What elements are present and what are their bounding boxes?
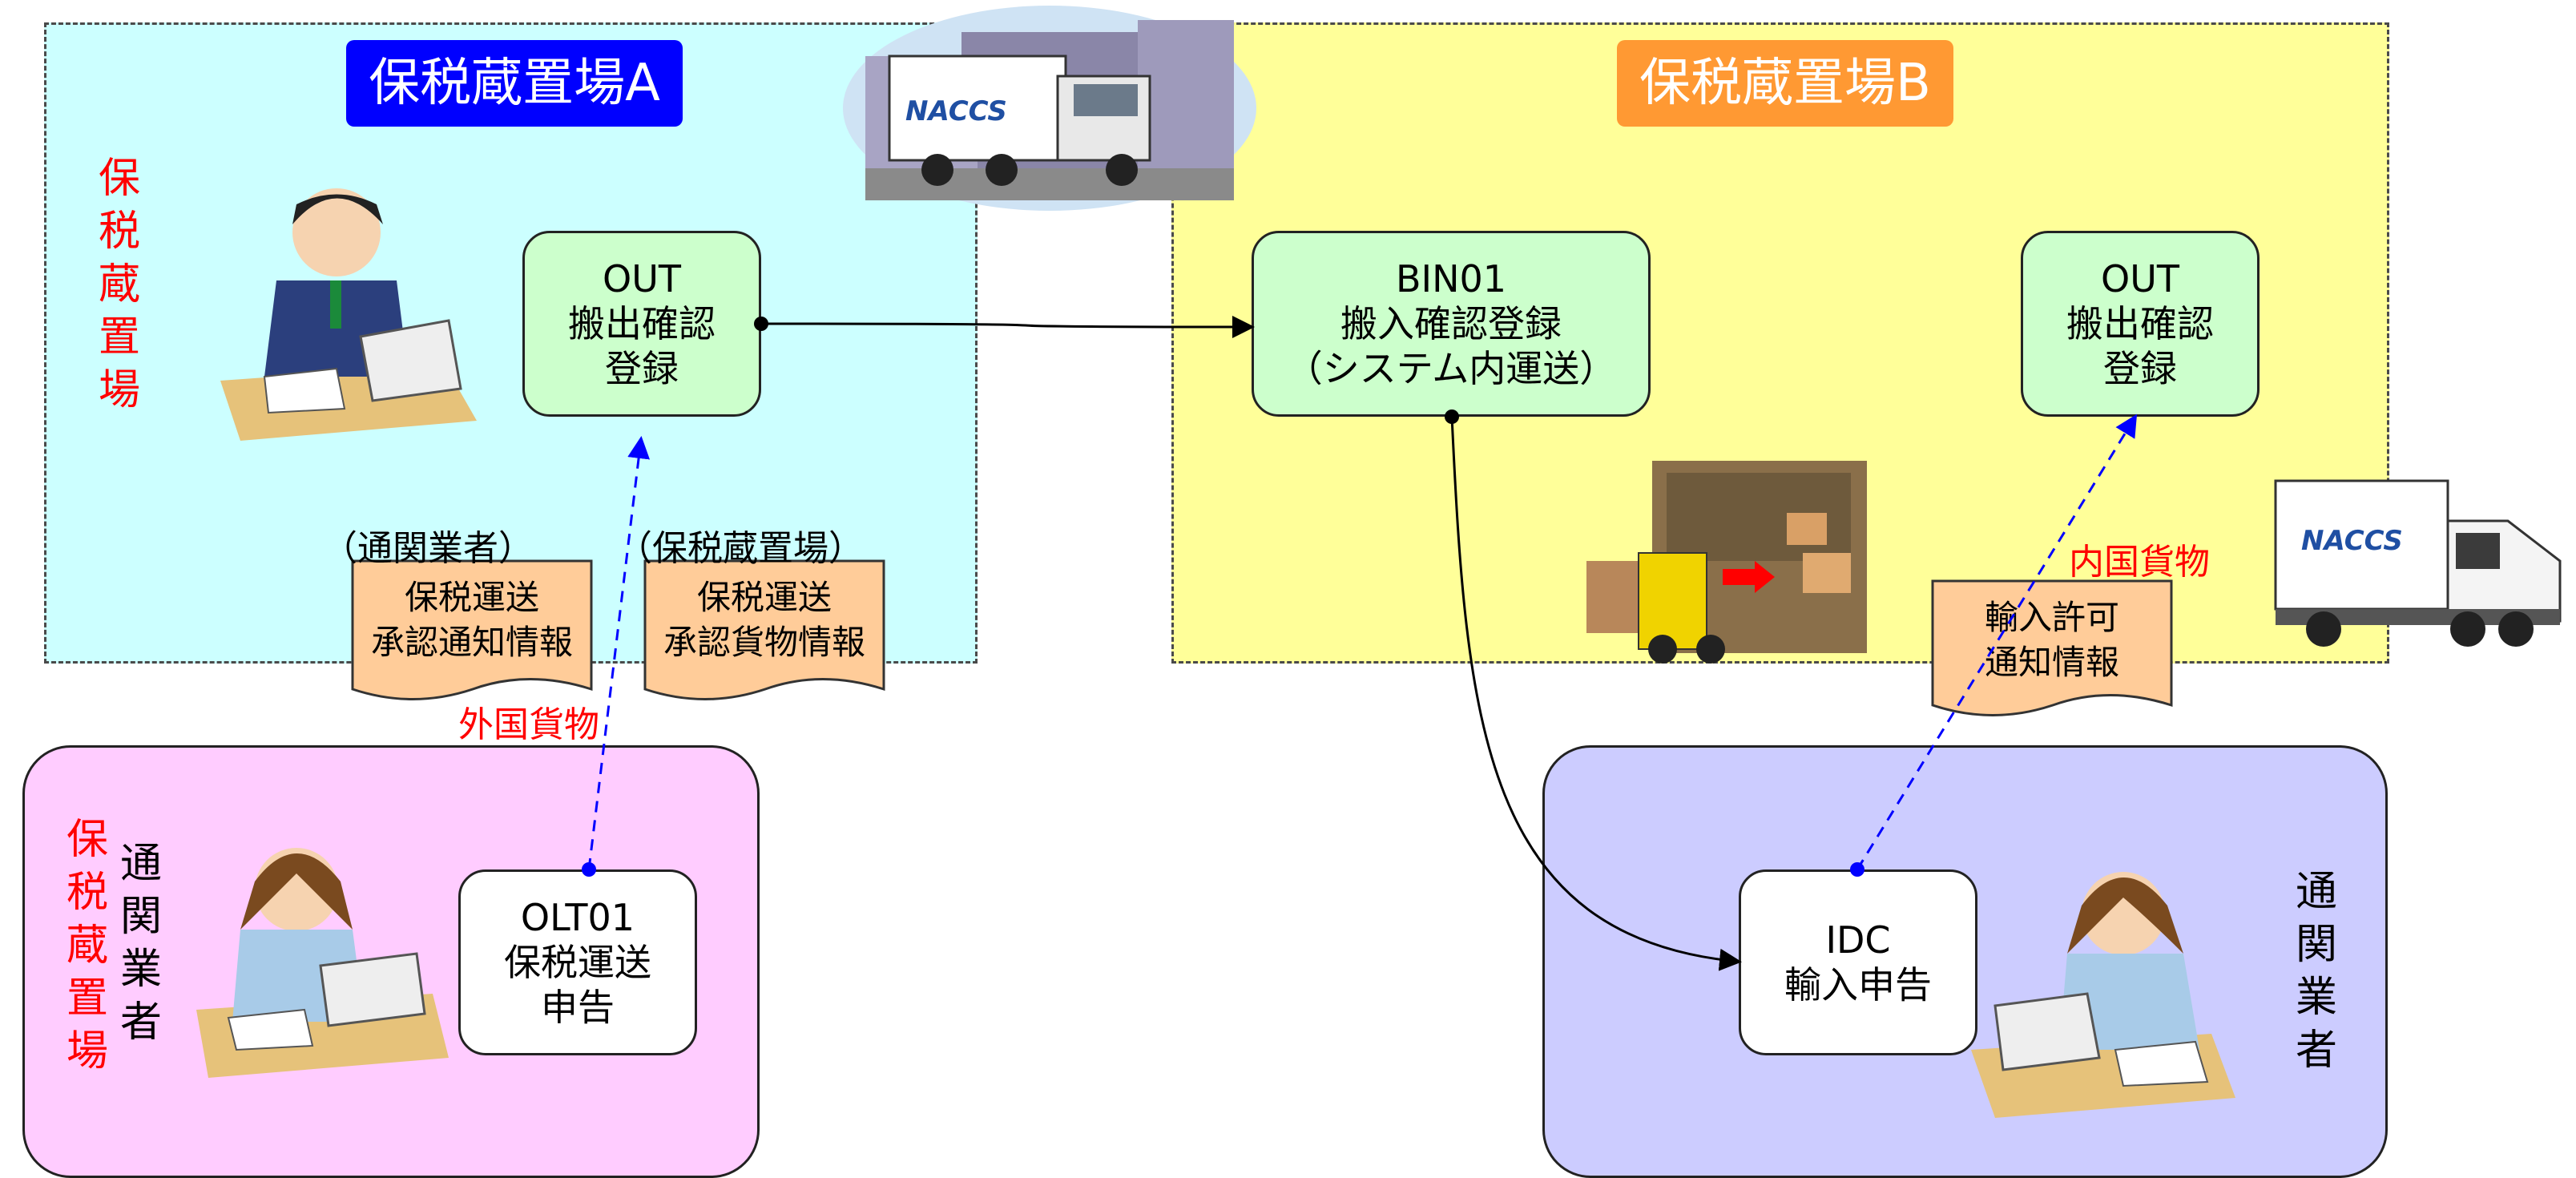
area-a-side-label: 保税蔵置場 bbox=[98, 155, 140, 414]
broker-a-black-side-label: 通関業者 bbox=[119, 840, 162, 1047]
process-out-a[interactable]: OUT 搬出確認 登録 bbox=[522, 231, 761, 417]
process-out-a-line2: 登録 bbox=[605, 347, 679, 390]
process-idc-code: IDC bbox=[1825, 918, 1891, 962]
doc1-line1: 保税運送 bbox=[404, 578, 539, 617]
process-olt01-line2: 申告 bbox=[541, 986, 615, 1029]
doc1-text: 保税運送 承認通知情報 bbox=[353, 575, 591, 665]
process-out-b-code: OUT bbox=[2101, 257, 2179, 301]
process-out-b-line2: 登録 bbox=[2103, 347, 2177, 390]
process-idc[interactable]: IDC 輸入申告 bbox=[1739, 869, 1977, 1055]
doc2-line1: 保税運送 bbox=[696, 578, 832, 617]
process-out-a-line1: 搬出確認 bbox=[568, 302, 716, 345]
area-b-title: 保税蔵置場B bbox=[1617, 40, 1953, 127]
process-bin01-line1: 搬入確認登録 bbox=[1340, 302, 1562, 345]
doc3-line1: 輸入許可 bbox=[1984, 598, 2119, 637]
process-out-a-code: OUT bbox=[603, 257, 681, 301]
doc1-caption: （通関業者） bbox=[322, 528, 534, 569]
doc3-line2: 通知情報 bbox=[1984, 643, 2119, 682]
broker-b-side-label: 通関業者 bbox=[2295, 868, 2337, 1075]
process-bin01-line2: （システム内運送） bbox=[1285, 347, 1617, 390]
process-bin01[interactable]: BIN01 搬入確認登録 （システム内運送） bbox=[1252, 231, 1651, 417]
process-idc-line1: 輸入申告 bbox=[1784, 963, 1932, 1007]
foreign-cargo-label: 外国貨物 bbox=[458, 704, 599, 745]
doc2-caption: （保税蔵置場） bbox=[617, 528, 864, 569]
process-olt01-code: OLT01 bbox=[520, 896, 635, 939]
bonded-area-a-zone bbox=[44, 22, 978, 664]
doc2-line2: 承認貨物情報 bbox=[663, 623, 865, 662]
process-bin01-code: BIN01 bbox=[1395, 257, 1507, 301]
area-a-title: 保税蔵置場A bbox=[346, 40, 683, 127]
process-out-b-line1: 搬出確認 bbox=[2066, 302, 2214, 345]
broker-a-red-side-label: 保税蔵置場 bbox=[66, 816, 108, 1075]
doc1-line2: 承認通知情報 bbox=[370, 623, 573, 662]
domestic-cargo-label: 内国貨物 bbox=[2069, 542, 2210, 583]
process-out-b[interactable]: OUT 搬出確認 登録 bbox=[2021, 231, 2260, 417]
process-olt01-line1: 保税運送 bbox=[504, 941, 651, 984]
doc2-text: 保税運送 承認貨物情報 bbox=[645, 575, 884, 665]
truck-logo: NACCS bbox=[2301, 525, 2403, 557]
process-olt01[interactable]: OLT01 保税運送 申告 bbox=[458, 869, 697, 1055]
doc3-text: 輸入許可 通知情報 bbox=[1933, 595, 2171, 685]
